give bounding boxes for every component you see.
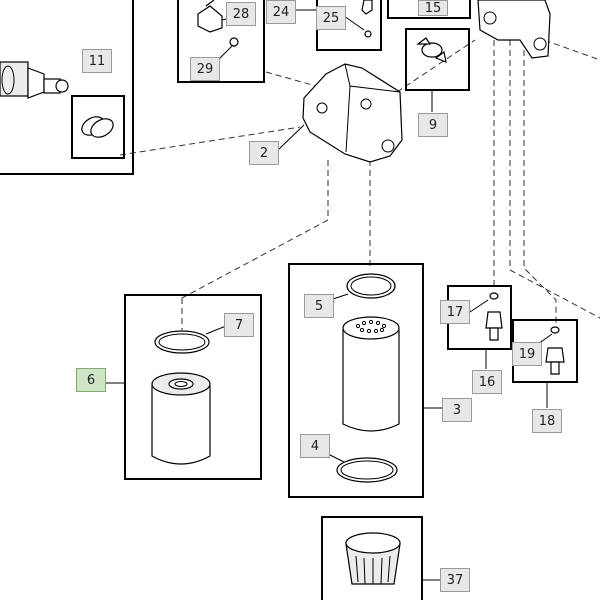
plug-25-part xyxy=(343,0,373,38)
callout-18[interactable]: 18 xyxy=(532,409,562,433)
callout-2[interactable]: 2 xyxy=(249,141,279,165)
filter-head-part xyxy=(302,63,403,163)
o-ring-11-part xyxy=(81,116,114,138)
callout-7[interactable]: 7 xyxy=(224,313,254,337)
callout-17[interactable]: 17 xyxy=(440,300,470,324)
frame-28-29 xyxy=(177,0,265,83)
frame-15 xyxy=(387,0,471,19)
shaft-assembly-part xyxy=(0,61,69,99)
sensor-17-part xyxy=(469,292,503,341)
elbow-fitting-part xyxy=(197,0,231,33)
callout-29[interactable]: 29 xyxy=(190,57,220,81)
callout-4[interactable]: 4 xyxy=(300,434,330,458)
frame-3 xyxy=(288,263,424,498)
gasket-5-part xyxy=(346,273,396,299)
upper-housing-part xyxy=(477,0,551,59)
callout-6[interactable]: 6 xyxy=(76,368,106,392)
frame-left-top xyxy=(0,0,134,175)
callout-28[interactable]: 28 xyxy=(226,2,256,26)
callout-5[interactable]: 5 xyxy=(304,294,334,318)
dashed-assembly-lines xyxy=(119,19,600,330)
callout-25[interactable]: 25 xyxy=(316,6,346,30)
sensor-19-part xyxy=(537,326,565,375)
bowl-37-part xyxy=(345,532,401,585)
o-ring-7-part xyxy=(154,330,210,354)
callout-9[interactable]: 9 xyxy=(418,113,448,137)
frame-9 xyxy=(405,28,470,91)
callout-16[interactable]: 16 xyxy=(472,370,502,394)
frame-6 xyxy=(124,294,262,480)
filter-element-part xyxy=(342,316,400,432)
o-ring-4-part xyxy=(336,457,398,483)
callout-19[interactable]: 19 xyxy=(512,342,542,366)
spin-on-filter-part xyxy=(151,372,211,465)
callout-37[interactable]: 37 xyxy=(440,568,470,592)
callout-3[interactable]: 3 xyxy=(442,398,472,422)
callout-15[interactable]: 15 xyxy=(418,0,448,16)
callout-24[interactable]: 24 xyxy=(266,0,296,24)
o-ring-29-part xyxy=(229,37,239,47)
callout-11[interactable]: 11 xyxy=(82,49,112,73)
frame-11 xyxy=(71,95,125,159)
frame-37 xyxy=(321,516,423,600)
clip-9-part xyxy=(416,37,447,112)
